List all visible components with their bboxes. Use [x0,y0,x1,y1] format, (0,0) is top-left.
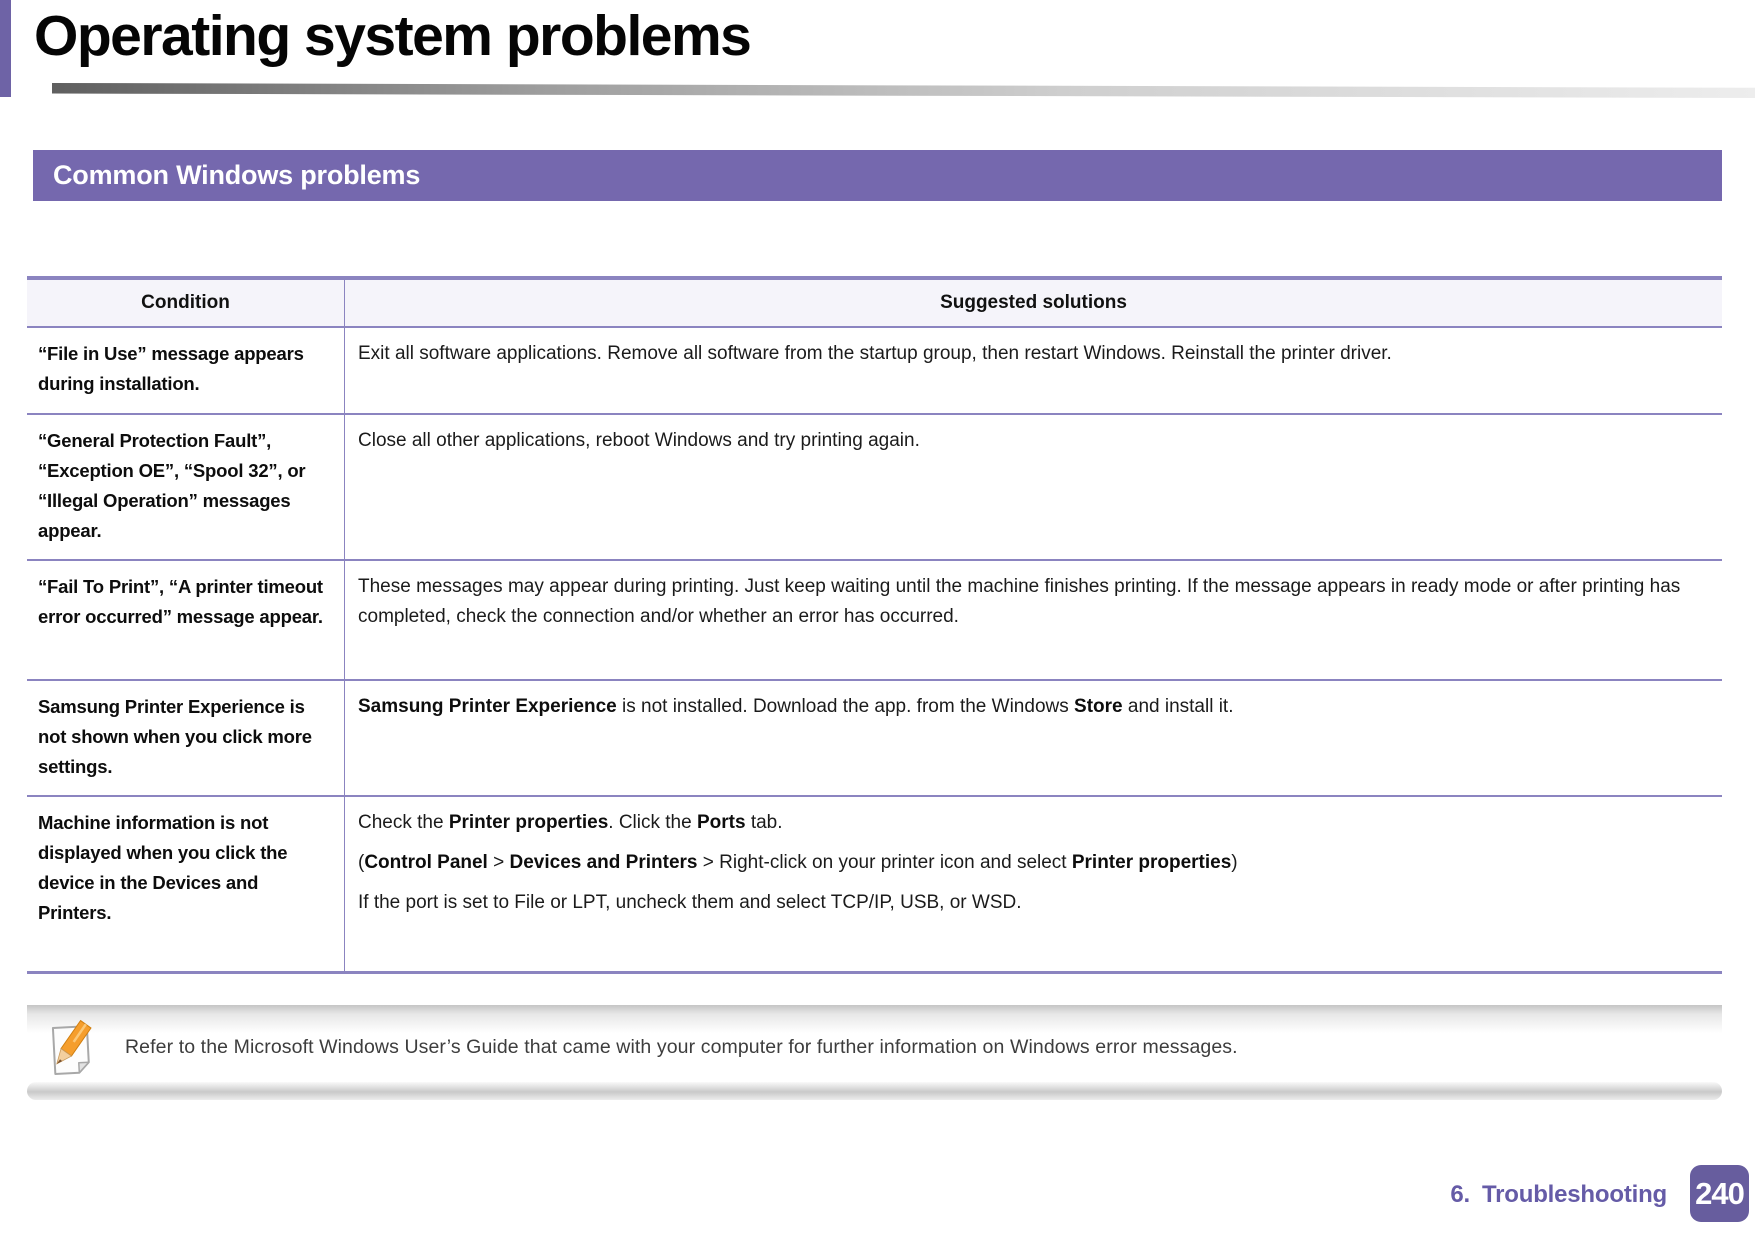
solution-cell: Samsung Printer Experience is not instal… [358,696,1234,717]
title-accent-bar [0,0,11,97]
page-number-badge: 240 [1690,1165,1749,1222]
table-header-row: Condition Suggested solutions [27,280,1722,328]
table-row-fail-to-print: “Fail To Print”, “A printer timeout erro… [27,561,1722,681]
table-row-general-protection-fault: “General Protection Fault”, “Exception O… [27,415,1722,561]
chapter-number: 6. [1450,1181,1471,1208]
condition-cell: Samsung Printer Experience is not shown … [27,681,345,795]
section-title: Common Windows problems [53,160,421,190]
table-row-file-in-use: “File in Use” message appears during ins… [27,328,1722,415]
condition-cell: Machine information is not displayed whe… [27,797,345,971]
table-row-machine-information: Machine information is not displayed whe… [27,797,1722,971]
condition-cell: “File in Use” message appears during ins… [27,328,345,413]
solutions-column-header: Suggested solutions [940,292,1127,313]
note-pencil-icon [51,1019,92,1075]
note-box: Refer to the Microsoft Windows User’s Gu… [27,1005,1722,1100]
page-title: Operating system problems [34,4,752,68]
solution-cell: Check the Printer properties. Click the … [358,812,1238,913]
page-number: 240 [1695,1175,1745,1211]
problems-table: Condition Suggested solutions “File in U… [27,276,1722,974]
chapter-name: Troubleshooting [1482,1181,1667,1208]
condition-cell: “Fail To Print”, “A printer timeout erro… [27,561,345,679]
condition-cell: “General Protection Fault”, “Exception O… [27,415,345,559]
note-text: Refer to the Microsoft Windows User’s Gu… [125,1036,1238,1058]
solution-cell: Close all other applications, reboot Win… [358,430,920,451]
solution-cell: Exit all software applications. Remove a… [358,343,1392,364]
footer-chapter-label: 6. Troubleshooting [1450,1181,1667,1209]
section-banner: Common Windows problems [33,150,1722,201]
condition-column-header: Condition [27,280,345,326]
title-shadow-divider [52,82,1755,98]
table-row-printer-experience: Samsung Printer Experience is not shown … [27,681,1722,797]
solution-cell: These messages may appear during printin… [358,576,1681,627]
note-content: Refer to the Microsoft Windows User’s Gu… [49,1017,1702,1078]
